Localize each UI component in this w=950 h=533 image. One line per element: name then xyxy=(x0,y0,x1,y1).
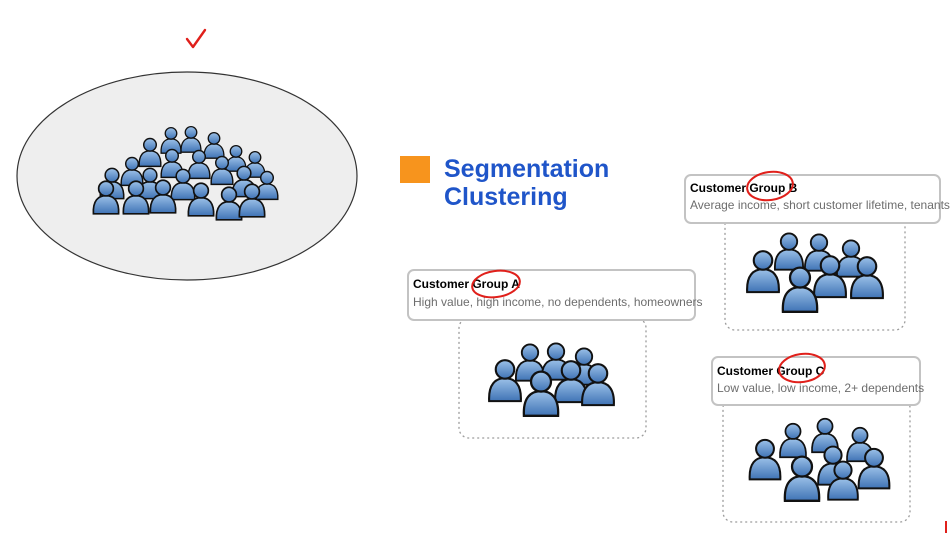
group-b-description: Average income, short customer lifetime,… xyxy=(690,198,950,212)
group-a-crowd-box xyxy=(458,317,647,439)
ink-circle-c xyxy=(778,352,826,384)
group-c-crowd-box xyxy=(722,397,911,523)
group-a-title: Customer Group A xyxy=(413,277,520,291)
person-icon xyxy=(746,250,780,294)
group-b-crowd-icon xyxy=(746,232,884,313)
group-c-description: Low value, low income, 2+ dependents xyxy=(717,381,924,395)
group-b-card: Customer Group B Average income, short c… xyxy=(684,170,950,331)
group-b-title: Customer Group B xyxy=(690,181,798,195)
group-b-label-box xyxy=(684,174,941,224)
page-title-line2: Clustering xyxy=(444,183,568,211)
title-bullet xyxy=(400,156,430,183)
group-a-card: Customer Group A High value, high income… xyxy=(407,269,703,439)
person-icon xyxy=(779,422,807,459)
group-c-label-box xyxy=(711,356,921,406)
person-icon xyxy=(773,232,805,271)
group-c-title: Customer Group C xyxy=(717,364,825,378)
person-icon xyxy=(781,266,819,313)
person-icon xyxy=(783,455,821,502)
person-icon xyxy=(748,438,782,481)
group-a-crowd-icon xyxy=(488,342,615,417)
checkmark-icon xyxy=(185,28,207,49)
ink-circle-b xyxy=(746,170,794,202)
page-title-line1: Segmentation xyxy=(444,155,609,183)
group-a-description: High value, high income, no dependents, … xyxy=(413,295,703,309)
group-c-card: Customer Group C Low value, low income, … xyxy=(711,352,924,523)
group-c-crowd-icon xyxy=(748,417,891,502)
group-a-label-box xyxy=(407,269,696,321)
ink-circle-a xyxy=(471,269,521,299)
